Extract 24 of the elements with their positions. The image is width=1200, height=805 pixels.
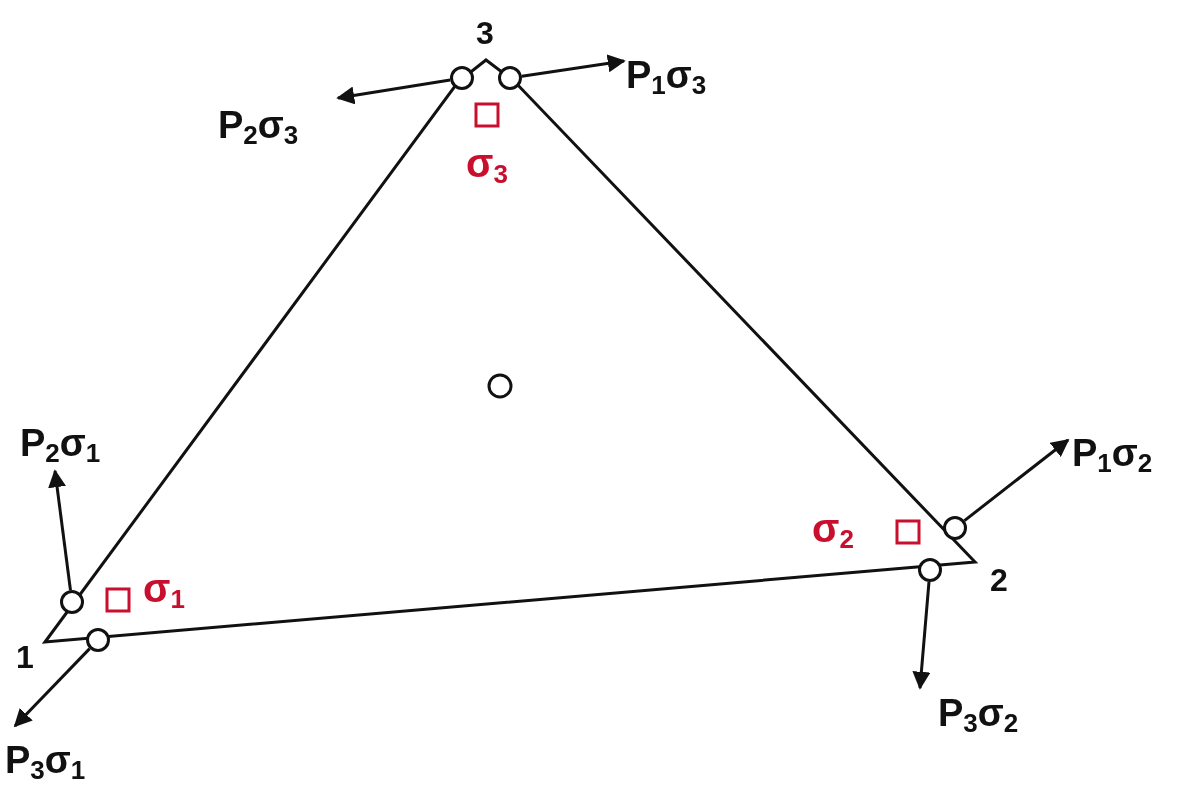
stress-label: σ$_{3}$ [466,140,508,188]
node-circle [60,590,84,614]
force-arrow [521,54,626,78]
force-label: P$_{3}$σ$_{1}$ [5,735,86,785]
node-circle [86,628,110,652]
force-arrow [963,438,1070,522]
node-number: 2 [990,561,1008,600]
node-number: 3 [476,14,494,53]
force-label: P$_{3}$σ$_{2}$ [938,688,1019,738]
node-circle [450,66,474,90]
node-number: 1 [16,638,34,677]
force-arrow [336,78,451,105]
force-arrow [912,581,931,690]
node-circle [943,516,967,540]
stress-label: σ$_{2}$ [812,505,854,553]
force-label: P$_{2}$σ$_{1}$ [20,418,101,468]
force-label: P$_{1}$σ$_{2}$ [1072,428,1153,478]
force-label: P$_{2}$σ$_{3}$ [218,100,299,150]
stress-label: σ$_{1}$ [143,565,185,613]
force-arrow [48,469,72,591]
node-circle [498,66,522,90]
node-circle [918,558,942,582]
force-arrow [13,647,91,728]
force-label: P$_{1}$σ$_{3}$ [626,50,707,100]
